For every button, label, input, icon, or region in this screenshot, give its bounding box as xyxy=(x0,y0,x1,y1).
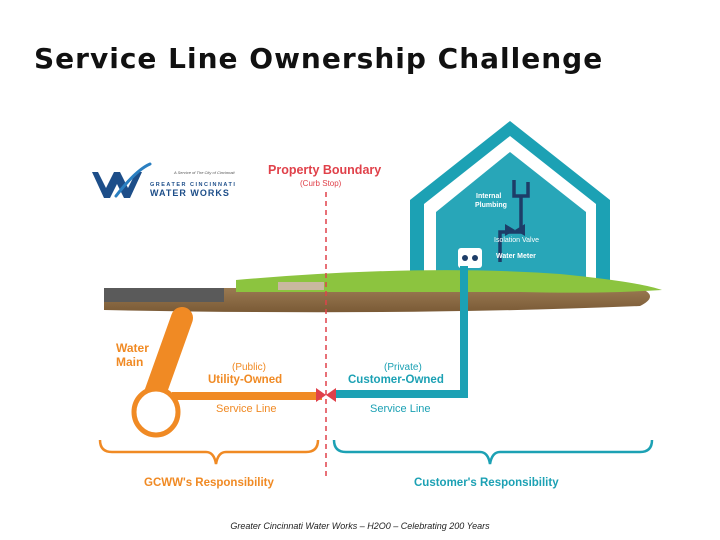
house-roof xyxy=(410,121,610,280)
curb-stop-valve-icon xyxy=(316,388,336,402)
public-label: (Public) xyxy=(232,362,266,373)
utility-owned-label: Utility-Owned xyxy=(208,374,282,386)
logo-line2: WATER WORKS xyxy=(150,188,230,198)
meter-dial-left xyxy=(462,255,468,261)
isolation-valve-label: Isolation Valve xyxy=(494,237,539,244)
water-main-label-2: Main xyxy=(116,355,143,369)
ground xyxy=(104,270,662,313)
gcww-responsibility-brace xyxy=(98,439,320,465)
customer-service-line-label: Service Line xyxy=(370,403,431,415)
gcww-logo: A Service of The City of Cincinnati GREA… xyxy=(92,162,236,198)
customer-responsibility-label: Customer's Responsibility xyxy=(414,477,559,489)
grass-layer xyxy=(236,270,662,293)
slide-footer: Greater Cincinnati Water Works – H2O0 – … xyxy=(230,521,490,531)
house: Internal Plumbing Isolation Valve Water … xyxy=(410,121,610,280)
isolation-valve-icon xyxy=(505,224,525,236)
logo-w-mark xyxy=(92,172,142,198)
internal-plumbing-label-1: Internal xyxy=(476,193,501,200)
curb-stop-label: (Curb Stop) xyxy=(300,179,342,188)
logo-swoosh xyxy=(114,162,152,198)
logo-line1: GREATER CINCINNATI xyxy=(150,182,236,188)
road-surface xyxy=(104,288,224,302)
customer-responsibility-brace xyxy=(332,439,654,465)
sidewalk xyxy=(278,282,324,290)
slide-title: Service Line Ownership Challenge xyxy=(34,42,604,75)
house-body xyxy=(436,152,586,278)
meter-dial-right xyxy=(472,255,478,261)
water-main-label-1: Water xyxy=(116,341,149,355)
water-main-opening xyxy=(131,386,181,438)
utility-service-line-label: Service Line xyxy=(216,403,277,415)
customer-owned-label: Customer-Owned xyxy=(348,374,444,386)
soil-layer xyxy=(104,288,650,313)
internal-plumbing-label-2: Plumbing xyxy=(475,202,507,209)
meter-body xyxy=(458,248,482,268)
water-meter-label: Water Meter xyxy=(496,253,536,260)
gcww-responsibility-label: GCWW's Responsibility xyxy=(144,477,274,489)
property-boundary-title: Property Boundary xyxy=(268,163,381,177)
customer-service-pipe xyxy=(334,266,468,398)
logo-tagline: A Service of The City of Cincinnati xyxy=(173,170,235,175)
private-label: (Private) xyxy=(384,362,422,373)
